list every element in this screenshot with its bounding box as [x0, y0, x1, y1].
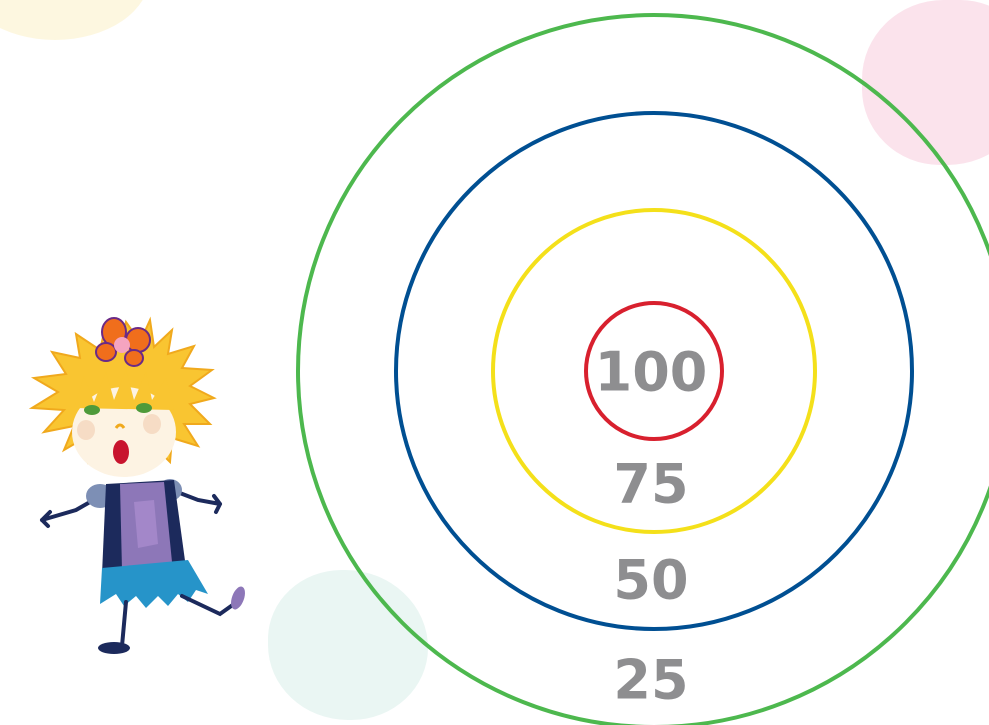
- girl-mouth: [113, 440, 129, 464]
- score-label-75: 75: [613, 453, 688, 516]
- girl-cheek-left: [77, 420, 95, 440]
- girl-shoe-left: [98, 642, 130, 654]
- score-label-25: 25: [613, 649, 688, 712]
- score-label-50: 50: [613, 549, 688, 612]
- girl-cheek-right: [143, 414, 161, 434]
- score-label-100: 100: [595, 341, 708, 404]
- cartoon-girl-icon: [22, 312, 257, 662]
- girl-eye-right: [136, 403, 152, 413]
- girl-eye-left: [84, 405, 100, 415]
- girl-leg-right: [182, 596, 234, 614]
- girl-leg-left: [122, 602, 126, 646]
- girl-shirt-highlight: [134, 500, 158, 548]
